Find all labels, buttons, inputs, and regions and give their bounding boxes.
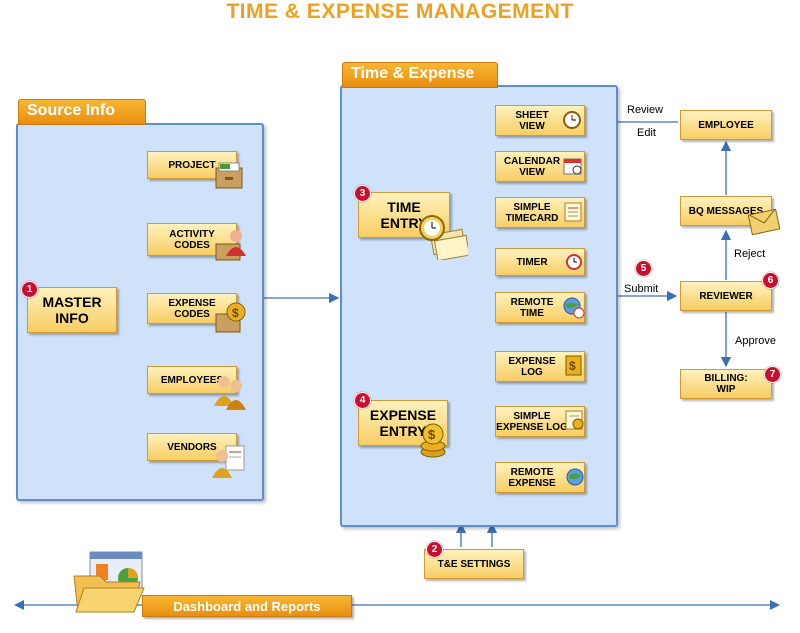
step-badge-4: 4 [354,392,371,409]
file-cabinet-icon [215,162,243,189]
page-title: TIME & EXPENSE MANAGEMENT [226,0,574,23]
employee-box[interactable]: EMPLOYEE [680,110,772,140]
money-log-icon: $ [565,355,582,376]
envelope-icon [748,208,781,236]
time-expense-tab: Time & Expense [342,62,498,88]
expense-entry-label: EXPENSE ENTRY [369,407,437,439]
dashboard-folder-icon [73,551,145,613]
employees-box[interactable]: EMPLOYEES [147,366,237,394]
simple-expense-log-label: SIMPLE EXPENSE LOG [496,410,568,433]
svg-text:$: $ [232,306,239,320]
billing-wip-box[interactable]: BILLING: WIP [680,369,772,399]
globe-clock-icon [563,297,585,319]
globe-icon [566,468,584,486]
timecard-icon [564,202,582,222]
submit-text: Submit [624,283,659,295]
remote-time-label: REMOTE TIME [510,296,554,319]
alarm-clock-icon [566,254,582,270]
master-info-box[interactable]: MASTER INFO [27,287,117,333]
timer-label: TIMER [516,256,548,268]
dashboard-reports-label: Dashboard and Reports [173,598,321,614]
source-info-tab: Source Info [18,99,146,125]
user-cabinet-icon [215,230,246,261]
expense-codes-label: EXPENSE CODES [168,297,216,320]
simple-timecard-label: SIMPLE TIMECARD [505,201,559,224]
remote-expense-label: REMOTE EXPENSE [508,466,556,489]
step-badge-2: 2 [426,541,443,558]
clock-timecard-icon [419,215,468,260]
vendors-label: VENDORS [167,441,217,453]
step-badge-7: 7 [764,366,781,383]
review-text: Review [627,104,664,116]
billing-wip-label: BILLING: WIP [704,373,748,395]
expense-log-label: EXPENSE LOG [508,355,556,378]
employee-label: EMPLOYEE [698,119,754,131]
step-badge-6: 6 [762,272,779,289]
svg-text:$: $ [569,359,576,373]
vendor-icon [212,445,245,478]
reject-text: Reject [734,248,766,260]
te-settings-label: T&E SETTINGS [437,558,511,570]
time-entry-label: TIME ENTRY [380,199,428,231]
calendar-view-label: CALENDAR VIEW [503,155,561,178]
step-badge-5: 5 [635,260,652,277]
dashboard-reports-box[interactable]: Dashboard and Reports [142,595,352,617]
expense-sheet-icon [565,410,584,430]
step-badge-3: 3 [354,185,371,202]
master-info-label: MASTER INFO [42,294,102,326]
people-icon [214,376,246,410]
simple-timecard-box[interactable]: SIMPLE TIMECARD [495,197,585,228]
svg-text:$: $ [428,427,436,442]
coins-icon: $ [420,423,446,458]
reviewer-label: REVIEWER [699,290,753,302]
step-badge-1: 1 [21,281,38,298]
activity-codes-label: ACTIVITY CODES [169,228,215,251]
calendar-icon [563,158,582,175]
sheet-clock-icon [563,111,581,129]
sheet-view-label: SHEET VIEW [515,109,549,132]
money-cabinet-icon: $ [215,302,246,333]
expense-codes-box[interactable]: EXPENSE CODES [147,293,237,324]
project-label: PROJECT [168,159,216,171]
edit-text: Edit [637,127,656,139]
employees-label: EMPLOYEES [160,374,224,386]
approve-text: Approve [735,335,776,347]
remote-expense-box[interactable]: REMOTE EXPENSE [495,462,585,493]
reviewer-box[interactable]: REVIEWER [680,281,772,311]
bq-messages-label: BQ MESSAGES [688,205,764,217]
